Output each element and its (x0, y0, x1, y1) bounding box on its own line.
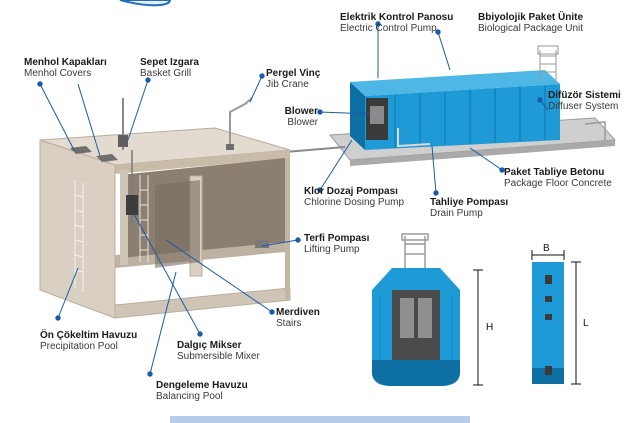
height-dimension (473, 269, 483, 386)
label-stairs: Merdiven Stairs (276, 307, 320, 329)
width-dimension (531, 250, 565, 260)
label-submersible-mixer: Dalgıç Mikser Submersible Mixer (177, 340, 260, 362)
label-jib-crane: Pergel Vinç Jib Crane (266, 68, 321, 90)
dimension-label-width: B (543, 243, 550, 254)
label-drain-pump: Tahliye Pompası Drain Pump (430, 197, 509, 219)
tank-front-view (372, 233, 460, 386)
label-diffuser-system: Difüzör Sistemi Diffuser System (548, 90, 621, 112)
concrete-pool-structure (39, 127, 291, 319)
label-chlorine-pump: Klor Dozaj Pompası Chlorine Dosing Pump (304, 186, 405, 208)
label-balancing-pool: Dengeleme Havuzu Balancing Pool (156, 380, 248, 402)
biological-package-unit (350, 45, 560, 150)
label-lifting-pump: Terfi Pompası Lifting Pump (304, 233, 370, 255)
dimension-label-length: L (583, 318, 589, 329)
label-package-floor: Paket Tabliye Betonu Package Floor Concr… (504, 167, 612, 189)
leader-lines (37, 21, 549, 377)
length-dimension (571, 261, 581, 385)
tank-side-view (532, 262, 564, 384)
label-precipitation-pool: Ön Çökeltim Havuzu Precipitation Pool (40, 330, 138, 352)
jib-crane (226, 97, 253, 150)
label-basket-grill: Sepet Izgara Basket Grill (140, 57, 199, 79)
label-control-panel: Elektrik Kontrol Panosu Electric Control… (340, 12, 454, 34)
connecting-pipe (284, 146, 346, 153)
basket-grill (118, 98, 128, 150)
slab-railing (584, 121, 606, 140)
dimension-label-height: H (486, 322, 494, 333)
label-biological-unit: Bbiyolojik Paket Ünite Biological Packag… (478, 12, 584, 34)
label-manhole-covers: Menhol Kapakları Menhol Covers (24, 57, 107, 79)
label-blower: Blower Blower (284, 106, 318, 128)
bottom-caption-fragment (170, 416, 470, 423)
header-swoosh (119, 0, 172, 7)
